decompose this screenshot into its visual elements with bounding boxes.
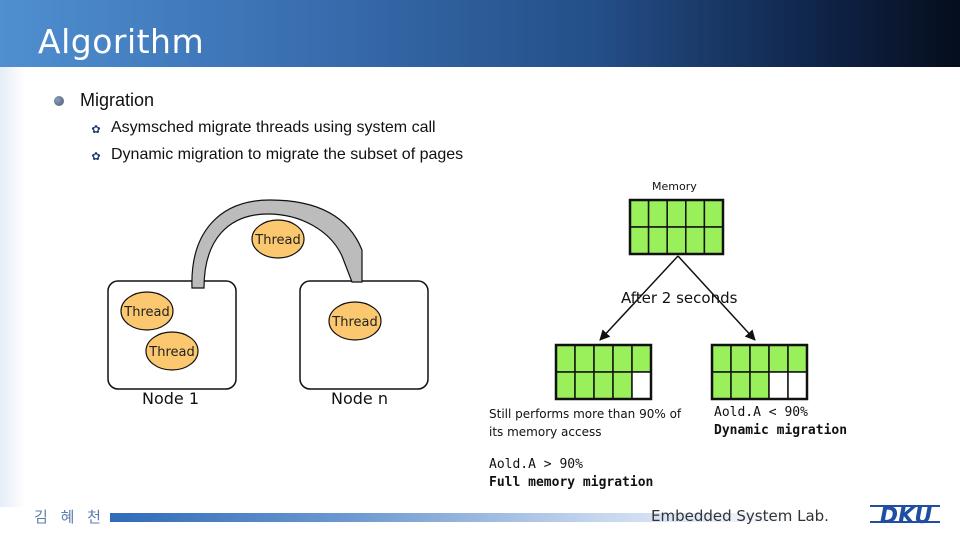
memory-cell (555, 344, 576, 373)
node-n-label: Node n (331, 389, 388, 408)
title-bar (0, 0, 960, 67)
memory-cell (629, 226, 650, 255)
memory-cell (647, 226, 668, 255)
sub-bullet-1: Asymsched migrate threads using system c… (111, 119, 436, 136)
thread-node1-b (145, 331, 199, 371)
memory-cell (787, 344, 808, 373)
memory-cell (749, 371, 770, 400)
memory-cell (631, 344, 652, 373)
memory-cell (730, 344, 751, 373)
dku-logo-icon: DKU (870, 504, 940, 528)
memory-grid-right (710, 343, 809, 401)
bottom-caption-line-1: Aold.A > 90% (489, 457, 583, 472)
thread-label: Thread (331, 315, 377, 330)
thread-migrating (251, 219, 305, 259)
memory-grid-left (554, 343, 653, 401)
gear-bullet-icon: ✿ (91, 151, 101, 163)
bullet-migration: Migration (80, 90, 155, 110)
memory-cell (768, 371, 789, 400)
node-1-label: Node 1 (142, 389, 200, 408)
memory-border (554, 343, 653, 401)
gear-bullet-icon: ✿ (91, 124, 101, 136)
after-2-seconds-label: After 2 seconds (621, 289, 738, 307)
memory-cell (593, 344, 614, 373)
memory-cell (685, 199, 706, 228)
memory-cell (647, 199, 668, 228)
memory-grid-top (628, 198, 725, 256)
bullet-dot-icon (54, 96, 64, 106)
migration-arrow (191, 199, 363, 289)
right-caption-line-2: Dynamic migration (714, 423, 848, 438)
memory-cell (593, 371, 614, 400)
memory-cell (711, 344, 732, 373)
memory-cell (574, 371, 595, 400)
side-gradient (0, 67, 26, 507)
memory-cell (749, 344, 770, 373)
bottom-caption-line-2: Full memory migration (489, 475, 654, 490)
memory-cell (629, 199, 650, 228)
author-name: 김 혜 천 (34, 508, 105, 526)
memory-border (710, 343, 809, 401)
memory-cell (685, 226, 706, 255)
thread-label: Thread (254, 233, 300, 248)
memory-cell (612, 371, 633, 400)
memory-cell (666, 226, 687, 255)
memory-cell (631, 371, 652, 400)
thread-label: Thread (123, 305, 169, 320)
lab-name: Embedded System Lab. (651, 507, 829, 525)
memory-label: Memory (652, 180, 697, 193)
memory-cell (574, 344, 595, 373)
footer-bar (110, 513, 810, 522)
thread-label: Thread (148, 345, 194, 360)
arrow-to-left-memory (599, 255, 679, 341)
memory-cell (612, 344, 633, 373)
thread-noden (328, 301, 382, 341)
memory-cell (666, 199, 687, 228)
memory-cell (711, 371, 732, 400)
right-caption-line-1: Aold.A < 90% (714, 405, 808, 420)
svg-text:DKU: DKU (880, 504, 933, 528)
memory-cell (730, 371, 751, 400)
sub-bullet-2: Dynamic migration to migrate the subset … (111, 146, 464, 163)
thread-node1-a (120, 291, 174, 331)
memory-cell (787, 371, 808, 400)
slide-title: Algorithm (38, 22, 205, 61)
memory-cell (555, 371, 576, 400)
left-caption-line-1: Still performs more than 90% of (489, 407, 682, 421)
memory-border (628, 198, 725, 256)
memory-cell (768, 344, 789, 373)
left-caption-line-2: its memory access (489, 425, 602, 439)
memory-cell (703, 199, 724, 228)
memory-cell (703, 226, 724, 255)
arrow-to-right-memory (677, 255, 756, 341)
